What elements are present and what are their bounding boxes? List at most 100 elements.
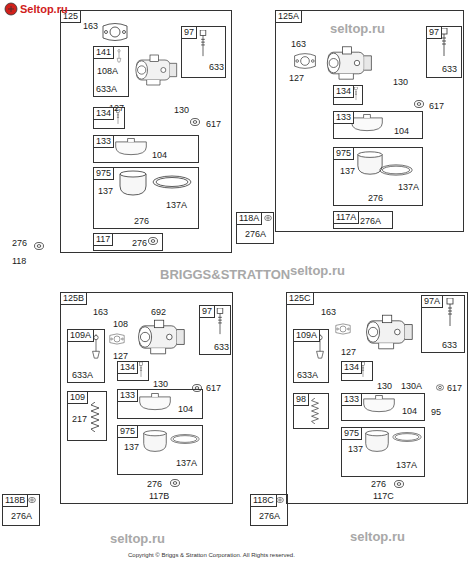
group-number: 109A xyxy=(294,330,320,342)
callout-number: 276A xyxy=(360,216,381,227)
callout-number: 633 xyxy=(442,340,457,351)
group-number: 125B xyxy=(61,293,87,305)
carburetor-body xyxy=(136,55,177,85)
callout-number: 617 xyxy=(206,119,221,130)
callout-number: 163 xyxy=(321,307,336,318)
group-number: 118A xyxy=(237,213,262,225)
o-ring xyxy=(153,176,191,188)
callout-number: 633A xyxy=(297,370,318,381)
parts-subgroup-box: 141108A633A xyxy=(93,46,129,97)
callout-number: 276 xyxy=(147,479,162,490)
parts-subgroup-box: 97633 xyxy=(181,26,226,78)
parts-subgroup-box: 133104 xyxy=(117,389,203,419)
callout-number: 130 xyxy=(393,77,408,88)
callout-number: 276 xyxy=(371,479,386,490)
float xyxy=(140,394,171,410)
group-number: 125A xyxy=(276,11,302,23)
carburetor-body xyxy=(367,315,413,349)
callout-number: 633 xyxy=(214,342,229,353)
group-number: 117A xyxy=(334,212,359,224)
washer xyxy=(436,385,443,391)
callout-number: 633A xyxy=(72,370,93,381)
spring xyxy=(312,398,319,424)
group-number: 134 xyxy=(342,362,362,374)
parts-subgroup-box: 975 137 137A 276 xyxy=(333,147,423,206)
watermark: seltop.ru xyxy=(290,264,345,279)
float xyxy=(352,115,383,131)
inlet-needle xyxy=(139,362,142,377)
callout-number: 130 xyxy=(377,381,392,392)
watermark: BRIGGS&STRATTON xyxy=(160,268,290,283)
parts-subgroup-box: 117A276A xyxy=(333,211,393,229)
washer xyxy=(277,497,284,502)
callout-number: 130 xyxy=(174,105,189,116)
parts-subgroup-box: 134 xyxy=(333,85,363,105)
group-number: 98 xyxy=(294,394,309,406)
group-number: 133 xyxy=(118,390,138,402)
panel-125C-parts xyxy=(277,298,453,503)
group-number: 134 xyxy=(94,108,114,120)
parts-subgroup-box: 97633 xyxy=(199,305,231,355)
callout-number: 692 xyxy=(151,307,166,318)
callout-number: 276 xyxy=(134,216,149,227)
washer xyxy=(191,119,200,126)
parts-subgroup-box: 134 xyxy=(341,361,373,381)
needle-valve xyxy=(447,298,453,326)
callout-number: 137A xyxy=(166,200,187,211)
group-number: 97 xyxy=(182,27,197,39)
logo-text: Seltop.ru xyxy=(20,3,68,16)
callout-number: 617 xyxy=(206,383,221,394)
callout-number: 617 xyxy=(447,383,462,394)
parts-subgroup-box: 975137137A xyxy=(341,427,425,477)
callout-number: 163 xyxy=(93,307,108,318)
callout-number: 108 xyxy=(113,319,128,330)
group-number: 97A xyxy=(422,296,443,308)
panel-125A-parts xyxy=(265,28,447,221)
washer xyxy=(29,497,36,502)
group-number: 118B xyxy=(3,495,28,507)
carburetor-body xyxy=(327,47,371,79)
group-number: 125C xyxy=(287,293,314,305)
callout-number: 137 xyxy=(124,442,139,453)
callout-number: 137 xyxy=(98,186,113,197)
group-number: 134 xyxy=(334,86,354,98)
group-number: 97 xyxy=(427,27,442,39)
callout-number: 137 xyxy=(340,166,355,177)
callout-number: 104 xyxy=(402,406,417,417)
gasket xyxy=(110,334,124,344)
parts-subgroup-box: 117276 xyxy=(93,233,163,251)
parts-group-box: 118B 276A xyxy=(2,494,40,526)
callout-number: 276A xyxy=(11,511,32,522)
group-number: 975 xyxy=(118,426,138,438)
callout-number: 217 xyxy=(72,414,87,425)
callout-number: 276A xyxy=(259,511,280,522)
callout-number: 633 xyxy=(442,64,457,75)
callout-number: 276 xyxy=(12,238,27,248)
group-number: 134 xyxy=(118,362,138,374)
spring xyxy=(91,402,99,432)
callout-number: 104 xyxy=(394,126,409,137)
callout-number: 137 xyxy=(348,444,363,455)
group-number: 975 xyxy=(334,148,354,160)
watermark: seltop.ru xyxy=(350,530,405,545)
needle-valve xyxy=(217,308,223,334)
parts-group-box: 125C163127130130A95617276117C97A633109A6… xyxy=(286,292,468,504)
float-bowl xyxy=(366,431,389,452)
callout-number: 276 xyxy=(368,193,383,204)
washer xyxy=(193,385,202,392)
group-number: 133 xyxy=(334,112,354,124)
parts-group-box: 118C 276A xyxy=(250,494,288,526)
parts-subgroup-box: 109A633A xyxy=(67,329,105,383)
parts-subgroup-box: 97 633 xyxy=(426,26,462,78)
float-bowl xyxy=(144,431,167,452)
callout-number: 118 xyxy=(12,256,26,266)
needle-valve xyxy=(200,30,206,56)
callout-number: 137A xyxy=(398,182,419,193)
callout-number: 137A xyxy=(396,460,417,471)
parts-group-box: 118A276A xyxy=(236,212,274,244)
parts-group-box: 125163127130617141108A633A97633134133104… xyxy=(60,10,232,253)
callout-number: 127 xyxy=(289,73,304,84)
group-number: 118C xyxy=(251,495,277,507)
group-number: 133 xyxy=(342,394,362,406)
